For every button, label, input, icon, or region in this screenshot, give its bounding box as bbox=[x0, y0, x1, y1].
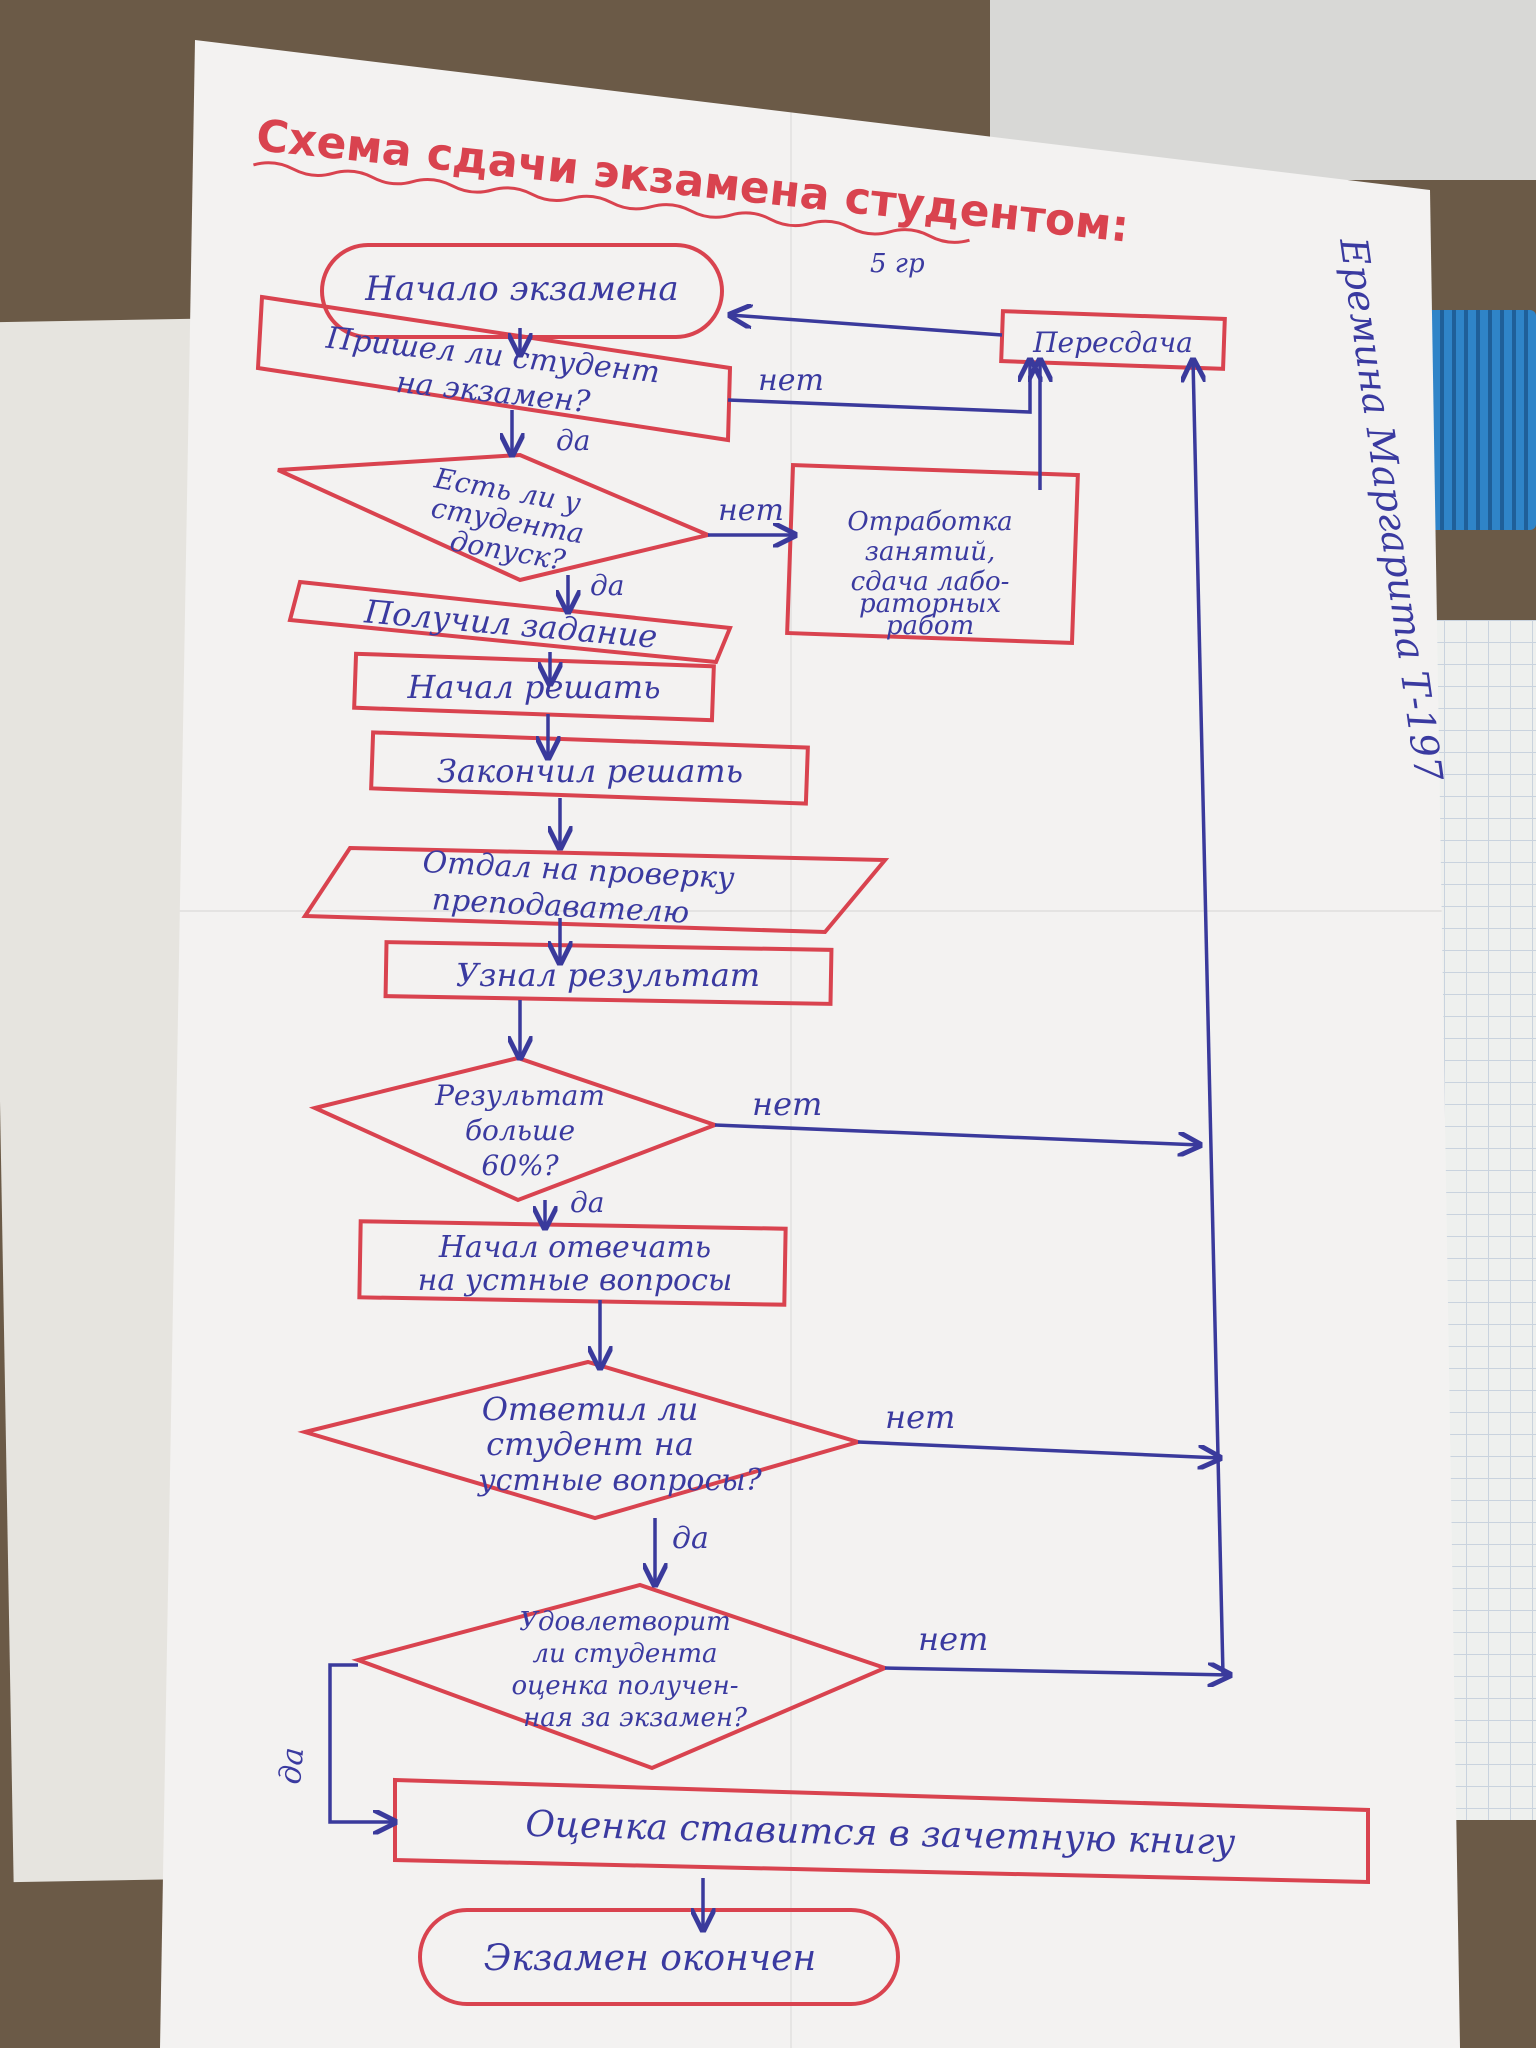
began-answering-process bbox=[357, 1219, 788, 1307]
satisfied-label-3: оценка получен- bbox=[511, 1671, 738, 1701]
edge-label-yes-satisfied: да bbox=[273, 1746, 311, 1786]
end-terminal bbox=[418, 1908, 900, 2006]
got-task-process bbox=[287, 579, 733, 665]
make-up-label-5: работ bbox=[886, 611, 974, 641]
edge-label-no-answered: нет bbox=[885, 1398, 955, 1436]
edge-label-no-result: нет bbox=[752, 1085, 822, 1123]
author-name: Еремина Маргарита Т-197 bbox=[1331, 234, 1451, 785]
fold-line-horizontal bbox=[160, 910, 1460, 912]
make-up-label-4: раторных bbox=[859, 589, 1001, 619]
retake-process bbox=[999, 309, 1227, 371]
answered-label-1: Ответил ли bbox=[482, 1390, 699, 1428]
start-label: Начало экзамена bbox=[364, 269, 678, 309]
handed-in-io bbox=[301, 845, 890, 935]
edge-label-yes-result: да bbox=[570, 1186, 604, 1219]
satisfied-label-4: ная за экзамен? bbox=[523, 1703, 748, 1733]
answered-label-3: устные вопросы? bbox=[476, 1463, 762, 1498]
comb-background bbox=[1420, 310, 1536, 530]
edge-label-yes-admission: да bbox=[590, 569, 624, 602]
record-label: Оценка ставится в зачетную книгу bbox=[525, 1804, 1236, 1864]
make-up-label-2: занятий, bbox=[865, 537, 995, 567]
end-label: Экзамен окончен bbox=[484, 1938, 816, 1979]
began-answering-label-2: на устные вопросы bbox=[418, 1263, 733, 1298]
began-answering-label-1: Начал отвечать bbox=[438, 1230, 711, 1265]
finished-solving-process bbox=[369, 730, 810, 806]
make-up-label-1: Отработка bbox=[847, 507, 1012, 537]
edge-label-yes-answered: да bbox=[672, 1521, 709, 1556]
paper-sheet bbox=[160, 40, 1460, 2048]
edge-label-yes-came: да bbox=[556, 424, 590, 457]
edge-label-no-satisfied: нет bbox=[918, 1620, 988, 1658]
satisfied-label-1: Удовлетворит bbox=[519, 1607, 730, 1637]
corner-note: 5 гр bbox=[870, 249, 925, 279]
result-check-label-1: Результат bbox=[434, 1079, 605, 1112]
edge-label-no-came: нет bbox=[758, 363, 824, 398]
make-up-label-3: сдача лабо- bbox=[851, 567, 1010, 597]
answered-label-2: студент на bbox=[486, 1425, 694, 1463]
learned-result-process bbox=[383, 940, 834, 1006]
learned-result-label: Узнал результат bbox=[456, 956, 760, 994]
began-solving-label: Начал решать bbox=[406, 668, 660, 706]
came-process bbox=[255, 294, 733, 443]
title-underline bbox=[253, 161, 970, 244]
began-solving-process bbox=[352, 651, 716, 723]
fold-line-vertical bbox=[790, 40, 792, 2048]
result-check-label-3: 60%? bbox=[481, 1149, 559, 1182]
result-check-label-2: больше bbox=[465, 1114, 575, 1147]
make-up-process bbox=[785, 463, 1080, 646]
edge-label-no-admission: нет bbox=[718, 493, 784, 528]
connectors bbox=[328, 315, 1230, 1930]
satisfied-label-2: ли студента bbox=[532, 1639, 717, 1669]
retake-label: Пересдача bbox=[1032, 326, 1193, 359]
finished-solving-label: Закончил решать bbox=[437, 752, 743, 790]
